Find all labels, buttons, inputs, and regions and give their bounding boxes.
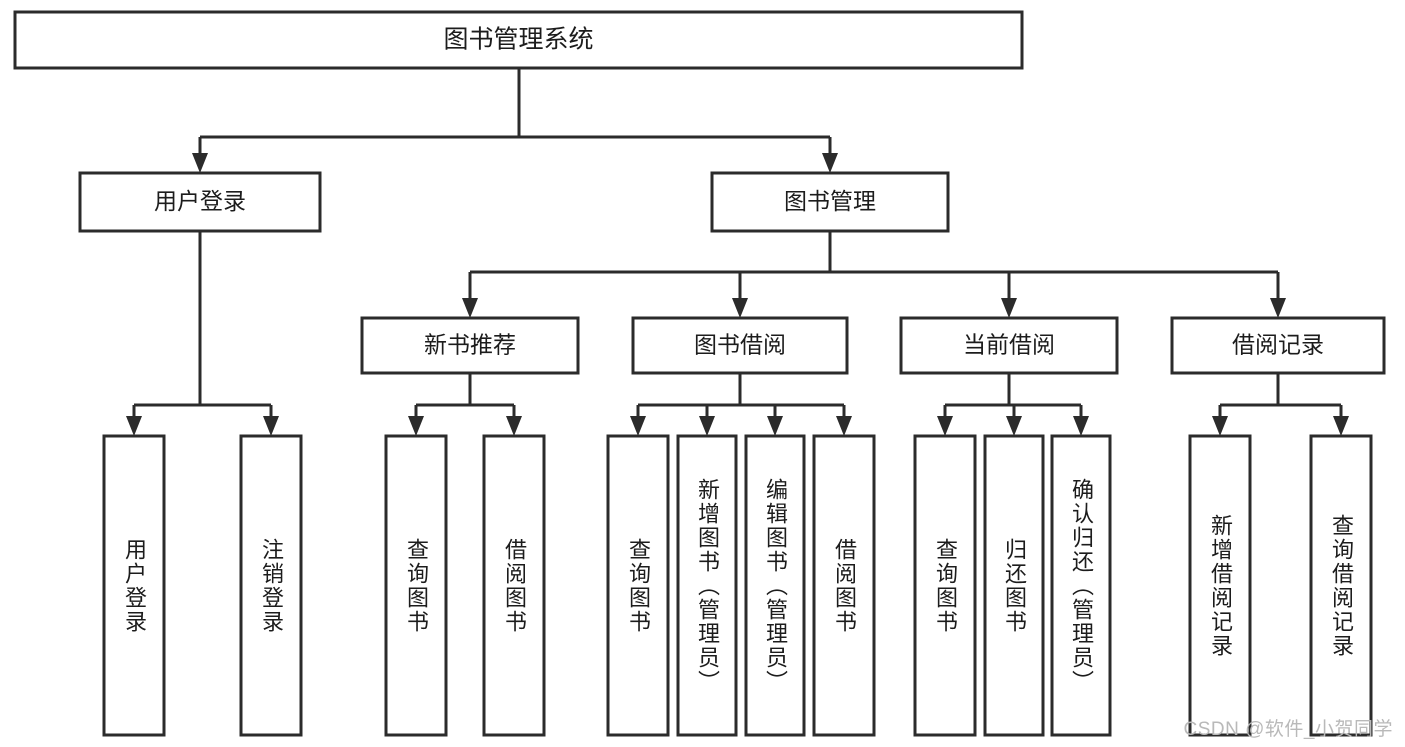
leaf-leaf-edit-book-box[interactable] <box>744 434 806 737</box>
arrow-to-leaf-add-book-head <box>699 416 715 436</box>
arrow-to-leaf-return-book-head <box>1006 416 1022 436</box>
leaf-leaf-borrow-book-rec-box[interactable] <box>482 434 546 737</box>
arrow-to-new-book-rec-head <box>462 298 478 318</box>
leaf-leaf-user-login-box[interactable] <box>102 434 166 737</box>
node-box-layer <box>13 10 1386 737</box>
arrow-to-leaf-borrow-book-head <box>836 416 852 436</box>
arrow-to-leaf-user-login-head <box>126 416 142 436</box>
node-current-borrow-box[interactable] <box>899 316 1119 375</box>
leaf-leaf-query-book-current-box[interactable] <box>913 434 977 737</box>
node-current-borrow-label: 当前借阅 <box>963 332 1055 358</box>
node-new-book-rec-label: 新书推荐 <box>424 332 516 358</box>
node-new-book-rec-box[interactable] <box>360 316 580 375</box>
arrow-to-current-borrow-head <box>1001 298 1017 318</box>
leaf-leaf-add-record-box[interactable] <box>1188 434 1252 737</box>
arrow-to-leaf-add-record-head <box>1212 416 1228 436</box>
node-borrow-record-label: 借阅记录 <box>1232 332 1324 358</box>
arrow-to-leaf-query-book-current-head <box>937 416 953 436</box>
connector-layer <box>126 68 1349 436</box>
root-node-box[interactable] <box>13 10 1024 70</box>
leaf-leaf-query-record-box[interactable] <box>1309 434 1373 737</box>
node-borrow-record-box[interactable] <box>1170 316 1386 375</box>
node-user-login-box[interactable] <box>78 171 322 233</box>
node-user-login-label: 用户登录 <box>154 188 246 214</box>
node-book-borrow-box[interactable] <box>631 316 849 375</box>
arrow-to-leaf-edit-book-head <box>767 416 783 436</box>
arrow-to-leaf-logout-head <box>263 416 279 436</box>
arrow-to-book-borrow-head <box>732 298 748 318</box>
arrow-to-leaf-borrow-book-rec-head <box>506 416 522 436</box>
arrow-to-book-manage-head <box>822 153 838 173</box>
node-book-borrow-label: 图书借阅 <box>694 332 786 358</box>
watermark-text: CSDN @软件_小贺同学 <box>1183 719 1393 740</box>
leaf-leaf-return-book-box[interactable] <box>983 434 1045 737</box>
arrow-to-borrow-record-head <box>1270 298 1286 318</box>
leaf-leaf-add-book-box[interactable] <box>676 434 738 737</box>
node-book-manage-label: 图书管理 <box>784 188 876 214</box>
arrow-to-user-login-head <box>192 153 208 173</box>
leaf-leaf-logout-box[interactable] <box>239 434 303 737</box>
arrow-to-leaf-query-book-borrow-head <box>630 416 646 436</box>
root-node-label: 图书管理系统 <box>443 26 593 54</box>
leaf-leaf-query-book-rec-box[interactable] <box>384 434 448 737</box>
arrow-to-leaf-query-book-rec-head <box>408 416 424 436</box>
arrow-to-leaf-confirm-return-head <box>1073 416 1089 436</box>
leaf-leaf-borrow-book-box[interactable] <box>812 434 876 737</box>
leaf-leaf-confirm-return-box[interactable] <box>1050 434 1112 737</box>
arrow-to-leaf-query-record-head <box>1333 416 1349 436</box>
leaf-leaf-query-book-borrow-box[interactable] <box>606 434 670 737</box>
node-book-manage-box[interactable] <box>710 171 950 233</box>
